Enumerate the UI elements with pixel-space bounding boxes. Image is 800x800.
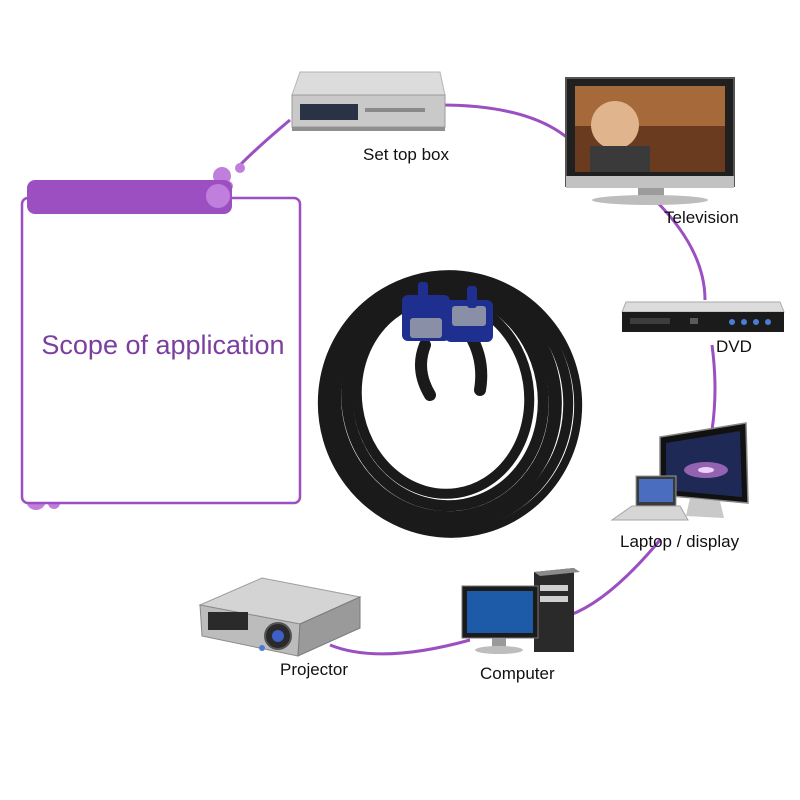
scope-panel-header-band — [27, 180, 232, 214]
connection-arc-path — [238, 103, 717, 656]
scope-title: Scope of application — [41, 330, 285, 360]
device-label-television: Television — [664, 208, 739, 227]
decor-bubble — [235, 163, 245, 173]
device-label-set-top-box: Set top box — [363, 145, 450, 164]
vga-connector-right — [445, 286, 493, 342]
device-label-laptop-display: Laptop / display — [620, 532, 740, 551]
vga-connector-left — [402, 282, 450, 341]
device-label-dvd: DVD — [716, 337, 752, 356]
device-label-projector: Projector — [280, 660, 349, 679]
device-label-computer: Computer — [480, 664, 555, 683]
decor-bubble — [206, 184, 230, 208]
